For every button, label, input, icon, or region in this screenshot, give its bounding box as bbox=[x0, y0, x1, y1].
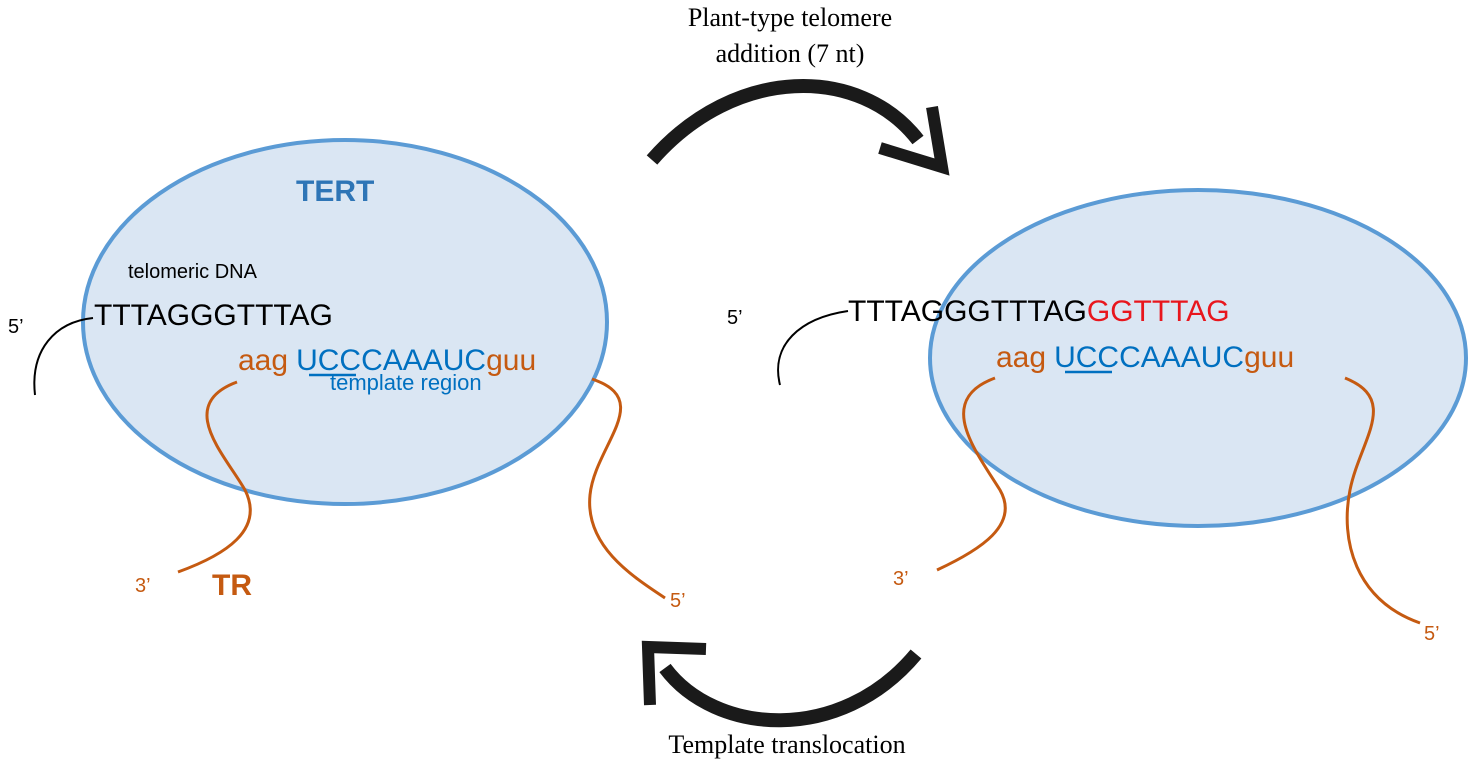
right-rna-template-underlined: UC bbox=[1054, 341, 1097, 374]
right-rna-right-flank: guu bbox=[1244, 341, 1294, 374]
left-rna-strand-5prime bbox=[588, 377, 666, 600]
bottom-arrow bbox=[641, 640, 922, 728]
right-dna-strand bbox=[777, 310, 849, 386]
right-dna-existing: TTTAGGGTTTAG bbox=[848, 295, 1087, 328]
left-rna-template-underlined: UC bbox=[296, 344, 339, 377]
left-rna-strand-3prime bbox=[177, 380, 252, 574]
bottom-arrowhead bbox=[641, 640, 707, 706]
top-arrow bbox=[646, 79, 950, 176]
left-rna-right-flank: guu bbox=[486, 344, 536, 377]
top-arrow-arc bbox=[646, 79, 924, 165]
left-rna-template-rest: CCAAAUC bbox=[339, 344, 486, 377]
top-arrowhead bbox=[878, 106, 950, 176]
right-rna-strand-5prime bbox=[1344, 376, 1421, 625]
right-dna-added: GGTTTAG bbox=[1087, 295, 1230, 328]
left-rna-3prime-label: 3’ bbox=[135, 575, 151, 597]
top-caption-line1: Plant-type telomere bbox=[688, 3, 892, 32]
right-rna-template-rest: CCAAAUC bbox=[1097, 341, 1244, 374]
right-dna-sequence: TTTAGGGTTTAGGGTTTAG bbox=[848, 295, 1230, 328]
left-dna-strand bbox=[33, 317, 94, 396]
right-dna-5prime-label: 5’ bbox=[727, 307, 743, 329]
left-tert-ellipse bbox=[81, 138, 609, 506]
right-rna-strand-3prime bbox=[936, 376, 1007, 572]
right-rna-3prime-label: 3’ bbox=[893, 568, 909, 590]
tr-label: TR bbox=[212, 569, 252, 602]
right-tert-ellipse bbox=[928, 188, 1468, 528]
right-rna-left-flank: aag bbox=[996, 341, 1046, 374]
left-dna-sequence: TTTAGGGTTTAG bbox=[94, 299, 333, 332]
right-rna-5prime-label: 5’ bbox=[1424, 623, 1440, 645]
top-caption-line2: addition (7 nt) bbox=[716, 39, 865, 68]
template-region-label: template region bbox=[330, 370, 482, 395]
left-dna-5prime-label: 5’ bbox=[8, 316, 24, 338]
bottom-arrow-arc bbox=[659, 649, 922, 728]
left-rna-5prime-label: 5’ bbox=[670, 590, 686, 612]
bottom-caption: Template translocation bbox=[668, 730, 905, 759]
tert-label: TERT bbox=[296, 175, 374, 208]
telomeric-dna-label: telomeric DNA bbox=[128, 261, 258, 283]
left-rna-left-flank: aag bbox=[238, 344, 288, 377]
